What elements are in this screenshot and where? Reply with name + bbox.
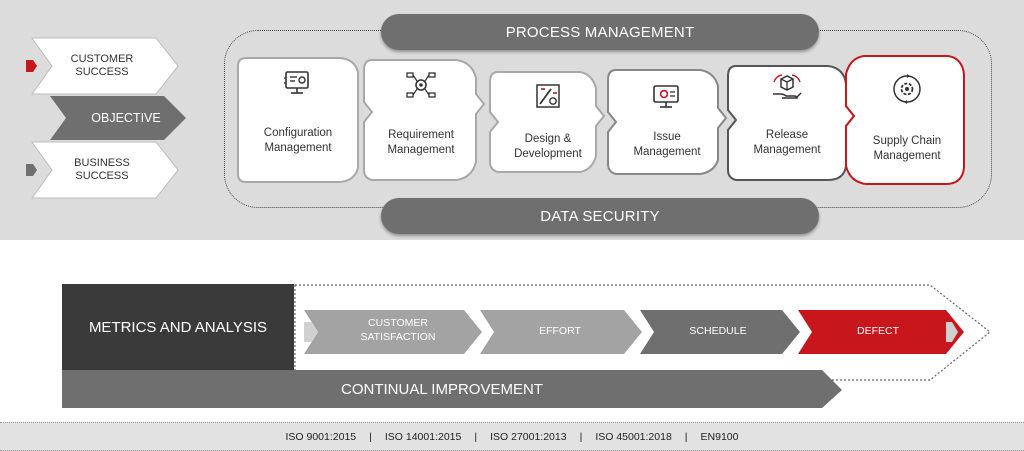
network-gear-icon [406, 72, 436, 98]
stage-label: Release Management [753, 129, 821, 156]
standard-iso-27001: ISO 27001:2013 [490, 430, 567, 443]
metrics-analysis-label: METRICS AND ANALYSIS [88, 318, 268, 336]
standards-bar: ISO 9001:2015 | ISO 14001:2015 | ISO 270… [0, 422, 1024, 451]
process-management-banner: PROCESS MANAGEMENT [381, 14, 819, 50]
schedule-chevron [640, 310, 800, 354]
chevron-start-marker [304, 322, 318, 342]
effort-chevron [480, 310, 642, 354]
stage-requirement-management: Requirement Management [364, 58, 478, 182]
metrics-outer-arrow [294, 284, 991, 381]
stage-label: Design & Development [514, 133, 582, 160]
customer-success-marker [26, 60, 37, 72]
business-success-label: BUSINESS SUCCESS [74, 157, 130, 182]
standard-separator: | [684, 430, 688, 443]
gear-cycle-icon [893, 74, 921, 104]
stage-supply-chain-management: Supply Chain Management [848, 60, 966, 186]
customer-satisfaction-label: CUSTOMER SATISFACTION [360, 317, 436, 344]
process-stage-shapes [237, 55, 965, 185]
stage-configuration-management: Configuration Management [238, 58, 358, 182]
stage-release-management: Release Management [728, 66, 846, 178]
continual-improvement-label: CONTINUAL IMPROVEMENT [341, 380, 543, 398]
process-management-label: PROCESS MANAGEMENT [505, 23, 695, 41]
effort-label: EFFORT [539, 325, 581, 337]
hand-box-icon [773, 74, 802, 99]
monitor-bug-icon [653, 85, 679, 108]
stage-issue-management: Issue Management [608, 70, 726, 174]
standard-separator: | [369, 430, 372, 443]
stage-label: Requirement Management [387, 129, 455, 156]
objective-chevrons [26, 37, 186, 199]
stage-label: Configuration Management [263, 127, 333, 154]
data-security-banner: DATA SECURITY [381, 198, 819, 234]
stage-design-development: Design & Development [490, 72, 606, 172]
stage-label: Issue Management [633, 131, 701, 158]
customer-success-label: CUSTOMER SUCCESS [70, 53, 134, 78]
continual-improvement-arrow [62, 370, 842, 408]
design-tools-icon [536, 84, 560, 108]
metrics-diagram [62, 284, 991, 408]
standard-separator: | [579, 430, 583, 443]
schedule-label: SCHEDULE [689, 325, 747, 337]
objective-label: OBJECTIVE [91, 110, 161, 125]
customer-satisfaction-chevron [304, 310, 482, 354]
chevron-end-marker [946, 322, 958, 342]
defect-label: DEFECT [857, 325, 899, 337]
metrics-analysis-box [62, 284, 294, 370]
business-success-marker [26, 164, 37, 176]
standard-iso-9001: ISO 9001:2015 [285, 430, 357, 443]
standard-en9100: EN9100 [700, 430, 739, 443]
data-security-label: DATA SECURITY [540, 207, 660, 225]
stage-label: Supply Chain Management [872, 135, 942, 162]
monitor-gear-icon [284, 71, 309, 94]
standard-iso-45001: ISO 45001:2018 [595, 430, 672, 443]
standard-iso-14001: ISO 14001:2015 [384, 430, 462, 443]
standard-separator: | [474, 430, 478, 443]
defect-chevron [798, 310, 964, 354]
